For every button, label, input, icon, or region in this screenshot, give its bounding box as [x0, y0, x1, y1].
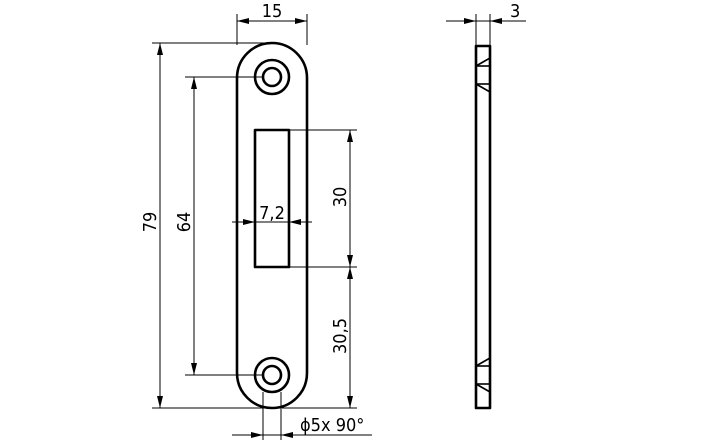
front-view — [235, 41, 309, 410]
dimension-hole-spacing-label: 64 — [174, 212, 195, 233]
dimension-slot-width: 7,2 — [232, 203, 312, 225]
top-hole-inner — [261, 66, 283, 88]
dimension-overall-length: 79 — [140, 42, 272, 409]
dimension-slot-width-label: 7,2 — [259, 203, 285, 224]
dimension-slot-to-hole: 30,5 — [282, 267, 357, 409]
dimension-thickness: 3 — [446, 1, 526, 48]
dimension-slot-length: 30 — [289, 129, 357, 268]
side-plate-outline — [474, 44, 492, 410]
dimension-slot-to-hole-label: 30,5 — [330, 318, 351, 354]
bottom-hole-inner — [261, 364, 283, 386]
dimension-countersink: ϕ5x 90° — [232, 392, 372, 440]
latch-slot — [253, 128, 291, 269]
dimension-width: 15 — [236, 1, 308, 45]
plate-outline — [235, 41, 309, 410]
dimension-countersink-label: ϕ5x 90° — [300, 415, 364, 436]
dimension-thickness-label: 3 — [510, 1, 520, 22]
dimension-hole-spacing: 64 — [174, 76, 262, 376]
dimension-width-label: 15 — [262, 1, 283, 22]
dimension-overall-length-label: 79 — [140, 212, 161, 233]
side-view — [474, 44, 492, 410]
dimension-slot-length-label: 30 — [330, 187, 351, 208]
